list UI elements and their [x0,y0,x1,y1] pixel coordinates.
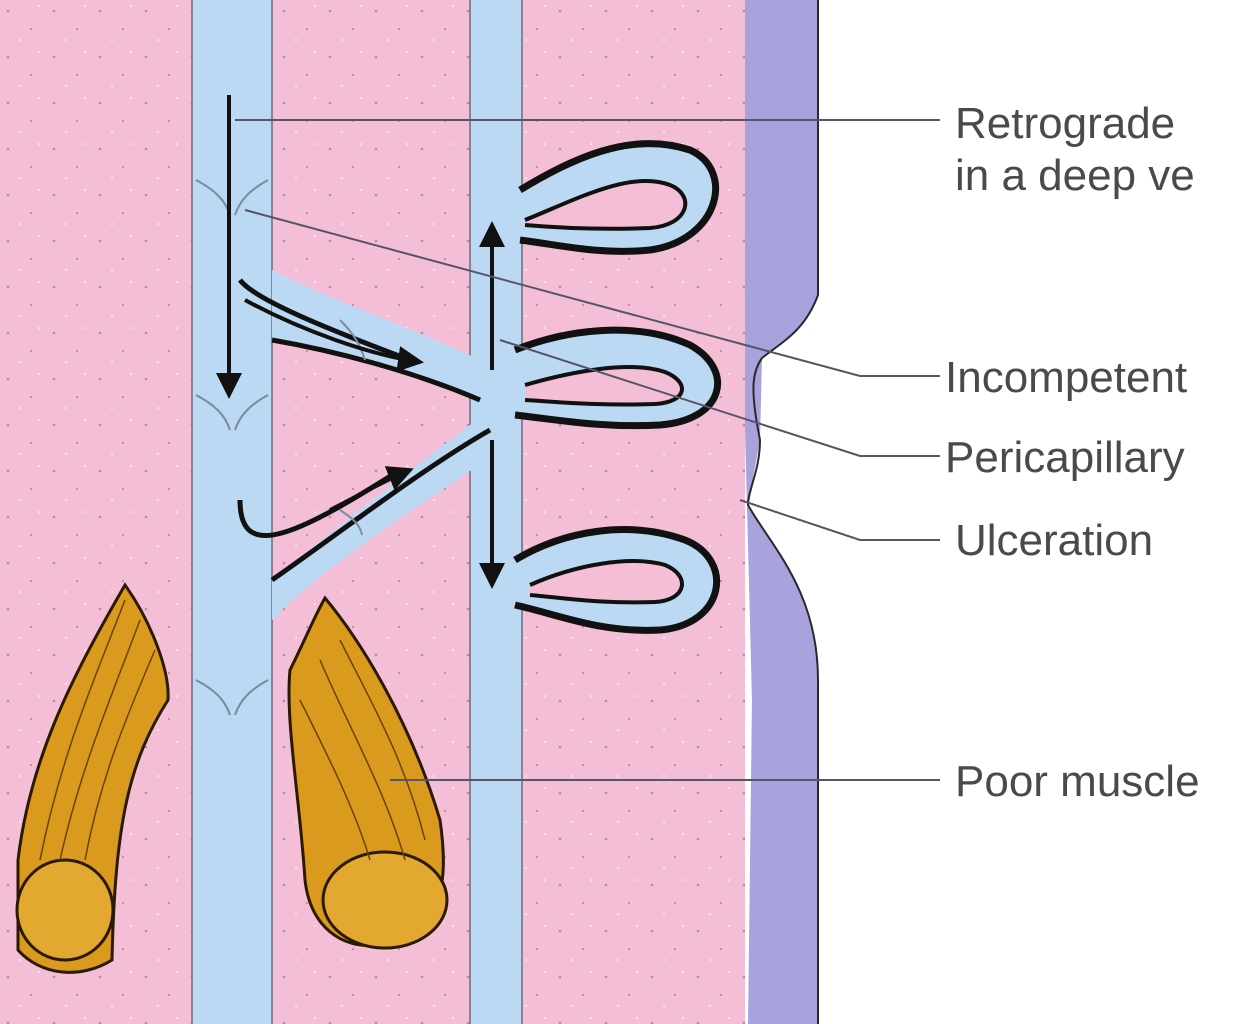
label-retrograde-line2: in a deep ve [955,151,1195,200]
leader-incompetent [244,209,940,377]
label-ulceration: Ulceration [955,516,1154,565]
leader-lines [235,119,940,781]
deep-vein [192,0,272,1024]
upper-perforator-vein [272,270,490,400]
muscle-right [287,595,449,950]
leader-pericapillary [499,339,940,457]
label-retrograde: Retrograde in a deep ve [955,98,1195,202]
skin-edge [746,0,819,1024]
lower-perforator-arrow [329,466,414,512]
superficial-vein [470,0,522,1024]
capillary-loop-lower [513,526,721,634]
upper-perforator-arrow [244,298,424,372]
lower-perforator-vein [272,410,500,620]
label-retrograde-line1: Retrograde [955,99,1176,148]
leader-ulceration [739,499,940,541]
label-incompetent: Incompetent [945,353,1188,402]
flow-arrows [216,95,505,589]
label-poor-muscle: Poor muscle [955,757,1200,806]
capillary-loop-upper [518,140,719,255]
muscle-left [15,582,170,974]
label-pericapillary: Pericapillary [945,433,1185,482]
skin-band [745,0,818,1024]
